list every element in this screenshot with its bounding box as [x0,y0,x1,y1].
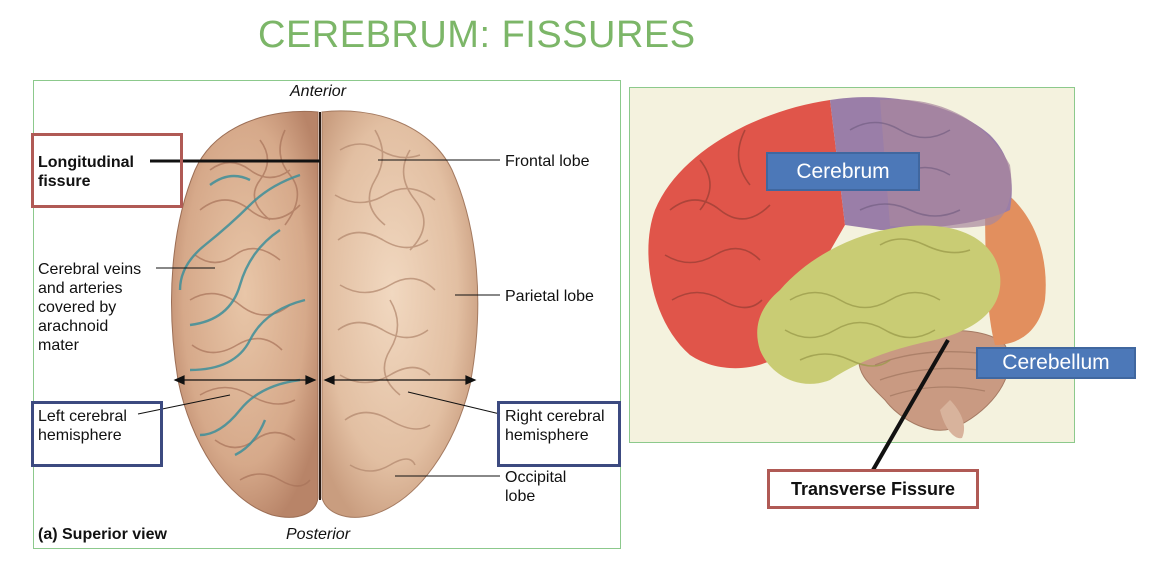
superior-view-caption: (a) Superior view [38,526,167,543]
leader-lines [137,159,501,477]
transverse-fissure-box: Transverse Fissure [767,469,979,509]
left-hemisphere-shape [171,110,319,518]
occipital-lobe-shape [985,180,1046,345]
right-hemisphere-box [497,401,621,467]
longitudinal-fissure-label: Longitudinal fissure [38,154,134,190]
left-hemisphere-box [31,401,163,467]
posterior-label: Posterior [286,526,351,543]
left-hemisphere-label: Left cerebral hemisphere [38,408,127,444]
longitudinal-fissure-box [31,133,183,208]
cerebellum-tag: Cerebellum [976,347,1136,379]
right-hemisphere-label: Right cerebral hemisphere [505,408,605,444]
anterior-label: Anterior [290,83,347,100]
right-gyri [334,129,436,472]
cerebrum-tag: Cerebrum [766,152,920,191]
frontal-lobe-label: Frontal lobe [505,153,590,170]
occipital-lobe-label: Occipital lobe [505,469,567,505]
right-hemisphere-shape [321,110,479,518]
hemisphere-arrows [173,375,477,385]
cerebral-veins [178,173,306,457]
page-title: CEREBRUM: FISSURES [258,14,696,56]
parietal-lobe-label: Parietal lobe [505,288,594,305]
cerebral-veins-label: Cerebral veins and arteries covered by a… [38,261,142,354]
